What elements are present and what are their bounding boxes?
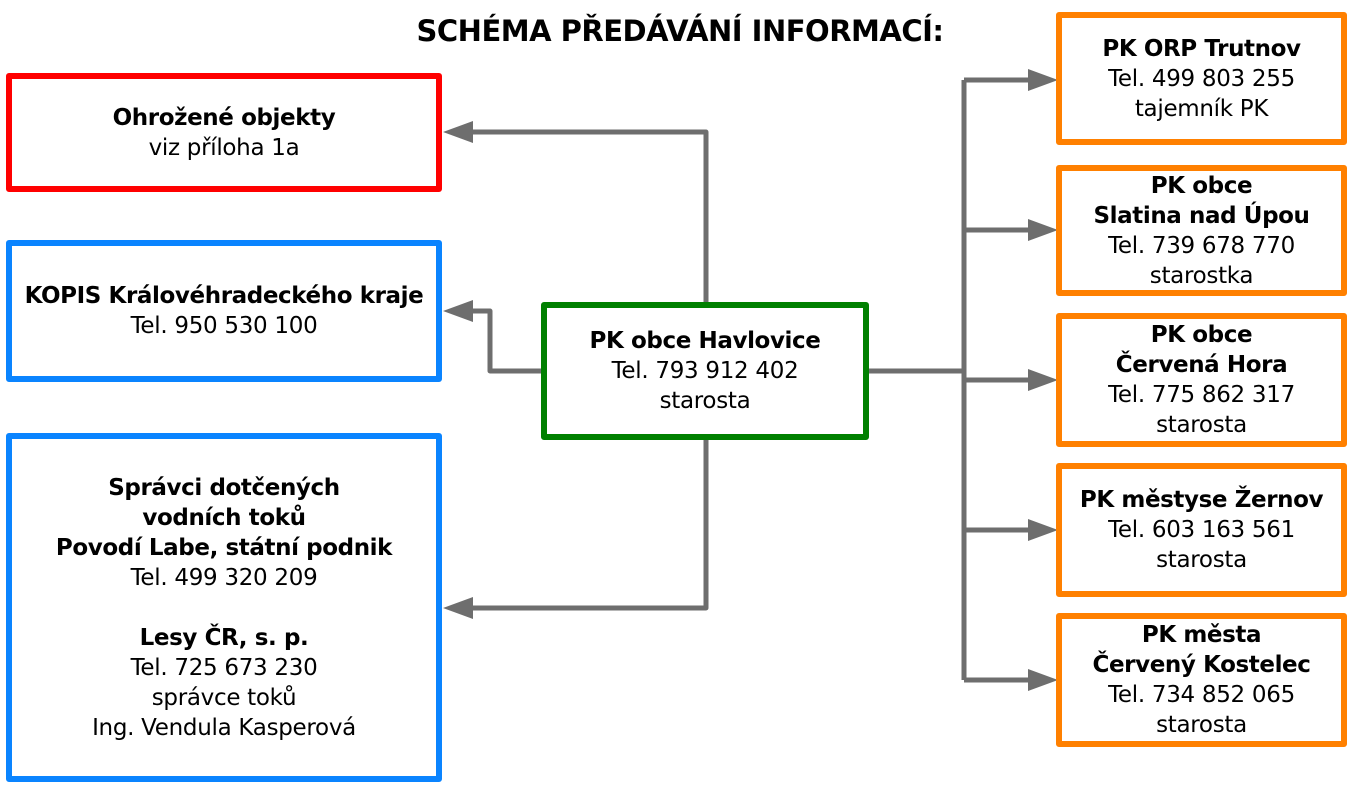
- kopis-name: KOPIS Královéhradeckého kraje: [24, 283, 424, 309]
- water-administrators-box: Správci dotčených vodních toků Povodí La…: [6, 433, 442, 782]
- arrow-head-icon: [1028, 369, 1058, 391]
- arrow-head-icon: [1028, 519, 1058, 541]
- connector-to-threatened: [470, 129, 709, 302]
- arrow-head-icon: [443, 300, 473, 322]
- lesy-cr-phone: Tel. 725 673 230: [130, 654, 318, 681]
- arrow-head-icon: [443, 121, 473, 143]
- water-heading-line1: Správci dotčených: [108, 474, 340, 501]
- havlovice-box: PK obce Havlovice Tel. 793 912 402 staro…: [541, 302, 869, 440]
- threatened-objects-box: Ohrožené objekty viz příloha 1a: [6, 73, 442, 192]
- havlovice-role: starosta: [659, 388, 751, 414]
- recipient-name: PK městyse Žernov: [1079, 487, 1324, 513]
- recipient-name-line2: Červený Kostelec: [1092, 652, 1311, 678]
- recipient-phone: Tel. 775 862 317: [1108, 382, 1295, 408]
- recipient-box-trutnov: PK ORP Trutnov Tel. 499 803 255 tajemník…: [1056, 12, 1347, 145]
- recipient-box-cerveny-kostelec: PK města Červený Kostelec Tel. 734 852 0…: [1056, 613, 1347, 747]
- recipient-phone: Tel. 734 852 065: [1108, 682, 1295, 708]
- recipient-box-zernov: PK městyse Žernov Tel. 603 163 561 staro…: [1056, 463, 1347, 597]
- diagram-title: SCHÉMA PŘEDÁVÁNÍ INFORMACÍ:: [416, 14, 945, 48]
- recipient-phone: Tel. 499 803 255: [1108, 65, 1295, 92]
- recipient-name: PK obce: [1150, 322, 1253, 348]
- kopis-phone: Tel. 950 530 100: [130, 313, 318, 339]
- arrow-head-icon: [443, 597, 473, 619]
- arrow-head-icon: [1028, 219, 1058, 241]
- arrow-head-icon: [1028, 69, 1058, 91]
- recipient-name: PK ORP Trutnov: [1102, 35, 1301, 62]
- povodi-labe-name: Povodí Labe, státní podnik: [55, 534, 393, 561]
- povodi-labe-phone: Tel. 499 320 209: [130, 564, 318, 591]
- havlovice-name: PK obce Havlovice: [589, 328, 821, 354]
- recipient-role: tajemník PK: [1134, 95, 1269, 122]
- water-heading-line2: vodních toků: [142, 504, 306, 531]
- arrow-head-icon: [1028, 669, 1058, 691]
- lesy-cr-person: Ing. Vendula Kasperová: [92, 714, 356, 741]
- recipient-box-cervena-hora: PK obce Červená Hora Tel. 775 862 317 st…: [1056, 313, 1347, 447]
- threatened-objects-name: Ohrožené objekty: [112, 104, 336, 131]
- recipient-phone: Tel. 739 678 770: [1108, 232, 1295, 259]
- connector-to-water: [470, 439, 709, 611]
- recipient-role: starosta: [1156, 412, 1247, 438]
- recipient-name-line2: Červená Hora: [1115, 352, 1288, 378]
- threatened-objects-note: viz příloha 1a: [148, 134, 300, 161]
- lesy-cr-role: správce toků: [151, 684, 297, 711]
- recipient-name: PK města: [1141, 622, 1262, 648]
- kopis-box: KOPIS Královéhradeckého kraje Tel. 950 5…: [6, 240, 442, 382]
- recipient-box-slatina: PK obce Slatina nad Úpou Tel. 739 678 77…: [1056, 165, 1347, 296]
- recipient-role: starostka: [1149, 262, 1254, 289]
- recipient-phone: Tel. 603 163 561: [1108, 517, 1295, 543]
- recipient-name: PK obce: [1150, 172, 1253, 199]
- recipient-name-line2: Slatina nad Úpou: [1093, 202, 1310, 229]
- recipient-role: starosta: [1156, 547, 1247, 573]
- havlovice-phone: Tel. 793 912 402: [611, 358, 799, 384]
- recipient-role: starosta: [1156, 712, 1247, 738]
- lesy-cr-name: Lesy ČR, s. p.: [139, 624, 309, 651]
- connector-to-kopis: [470, 308, 541, 374]
